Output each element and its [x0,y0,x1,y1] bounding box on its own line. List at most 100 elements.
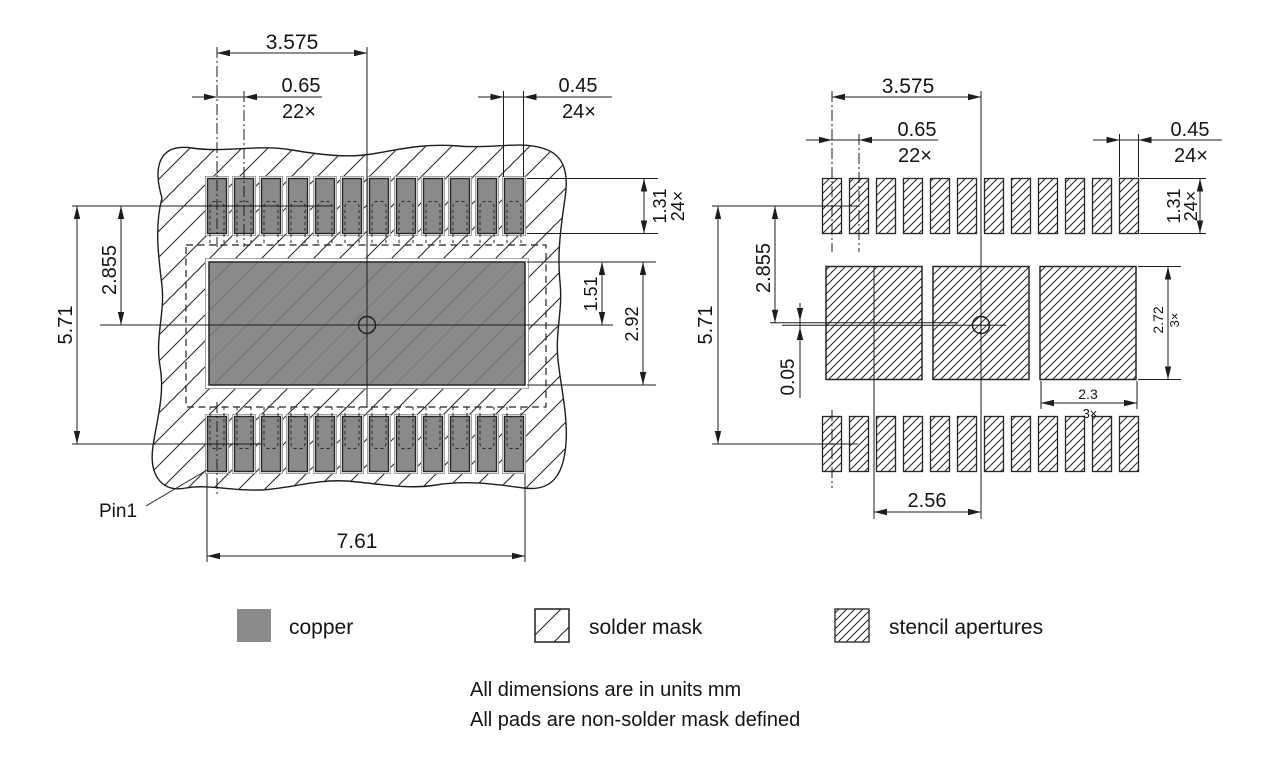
dim-right-row-center-offset: 2.855 [753,243,775,293]
dimension-arrow [598,262,606,275]
dim-right-pitch: 0.65 [898,119,937,141]
stencil-aperture-pad [1064,415,1086,473]
copper-pad [341,415,363,473]
dim-left-overall-height: 5.71 [55,306,77,345]
copper-pad [449,415,471,473]
stencil-aperture-pad [956,177,978,235]
dim-left-thermal-top-half: 1.51 [581,276,601,311]
dimension-arrow [640,220,648,234]
dimension-arrow [117,312,125,325]
component-lead-outline [317,407,333,449]
component-lead-outline [479,201,495,243]
dimension-arrow [73,431,81,444]
dimension-arrow [512,552,525,560]
component-lead-outline [452,201,468,243]
dim-left-thermal-height: 2.92 [622,306,642,341]
dimension-arrow [1164,366,1172,380]
dimension-arrow [1164,266,1172,280]
right-view-dimension-lines [712,91,1222,519]
dimension-arrow [874,508,887,516]
dimension-arrow [771,206,779,219]
component-lead-outline [344,407,360,449]
dim-right-pad-width: 0.45 [1171,119,1210,141]
legend-solder-mask-label: solder mask [589,616,703,639]
stencil-aperture-pad [1010,177,1032,235]
component-lead-outline [506,407,522,449]
dimension-arrow [832,93,845,101]
component-lead-outline [263,407,279,449]
stencil-aperture-pad [902,415,924,473]
left-view-dimension-lines [72,47,658,562]
note-units: All dimensions are in units mm [470,679,741,701]
copper-pad [476,177,498,235]
copper-pad [368,415,390,473]
dimension-arrow [204,93,217,101]
component-lead-outline [398,407,414,449]
drawing-notes: All dimensions are in units mm All pads … [470,679,800,731]
component-lead-outline [371,407,387,449]
stencil-aperture-pad [875,177,897,235]
copper-pad [287,415,309,473]
dim-right-pad-width-count: 24× [1174,145,1208,167]
dim-right-aperture-height-count: 3× [1167,313,1182,328]
component-lead-outline [344,201,360,243]
copper-pad [503,415,525,473]
dim-left-pad-height: 1.31 [650,188,670,223]
dimension-arrow [217,49,230,57]
stencil-aperture-pad [929,415,951,473]
dim-right-row-span: 3.575 [882,75,935,98]
component-lead-outline [236,407,252,449]
dimension-arrow [598,312,606,325]
dim-right-aperture-height: 2.72 [1150,306,1166,333]
legend: copper solder mask stencil apertures [237,608,1043,643]
component-lead-outline [479,407,495,449]
stencil-aperture-pad [1037,177,1059,235]
dim-left-row-center-offset: 2.855 [99,245,121,295]
dim-right-pitch-count: 22× [898,145,932,167]
dimension-arrow [117,206,125,219]
dim-left-pad-height-count: 24× [668,191,688,222]
dim-right-overall-height: 5.71 [695,306,717,345]
pin1-label: Pin1 [99,501,137,522]
dimension-arrow [968,93,981,101]
dimension-arrow [859,136,872,144]
left-center-origin-mark [357,315,377,335]
component-body-outline [185,244,547,408]
dimension-arrow [1106,136,1120,144]
legend-copper-label: copper [289,616,353,639]
dim-left-row-span: 3.575 [266,31,319,54]
stencil-aperture-pad [875,415,897,473]
stencil-aperture-pad [1037,415,1059,473]
stencil-aperture-pad [1010,415,1032,473]
component-lead-outline [263,201,279,243]
note-pads: All pads are non-solder mask defined [470,709,800,731]
dimension-arrow [771,309,779,323]
copper-pad [503,177,525,235]
dimension-arrow [1041,399,1054,407]
component-lead-outline [452,407,468,449]
dimension-arrow [490,93,504,101]
component-lead-outline [506,201,522,243]
stencil-aperture-pad [1064,177,1086,235]
dim-right-paste-offset: 0.05 [778,359,799,396]
component-lead-outline [317,201,333,243]
copper-pad [449,177,471,235]
legend-item-copper: copper [237,609,353,642]
dim-right-aperture-width-count: 3× [1083,406,1098,421]
dimension-arrow [714,431,722,444]
component-lead-outline [371,201,387,243]
dim-left-pitch: 0.65 [282,75,321,97]
copper-pad [395,177,417,235]
copper-pad [368,177,390,235]
dimension-arrow [1196,220,1204,234]
component-lead-outline [398,201,414,243]
stencil-aperture-large [1039,265,1137,381]
component-lead-outline [425,407,441,449]
left-view-copper-land-pattern: 3.575 0.65 22× 0.45 24× 1.31 24× 2.855 5… [55,31,688,562]
component-lead-outline [290,407,306,449]
dimension-arrow [640,178,648,192]
stencil-aperture-pad [983,415,1005,473]
legend-solder-mask-hatch [534,608,570,643]
dim-right-aperture-width: 2.3 [1078,386,1098,402]
